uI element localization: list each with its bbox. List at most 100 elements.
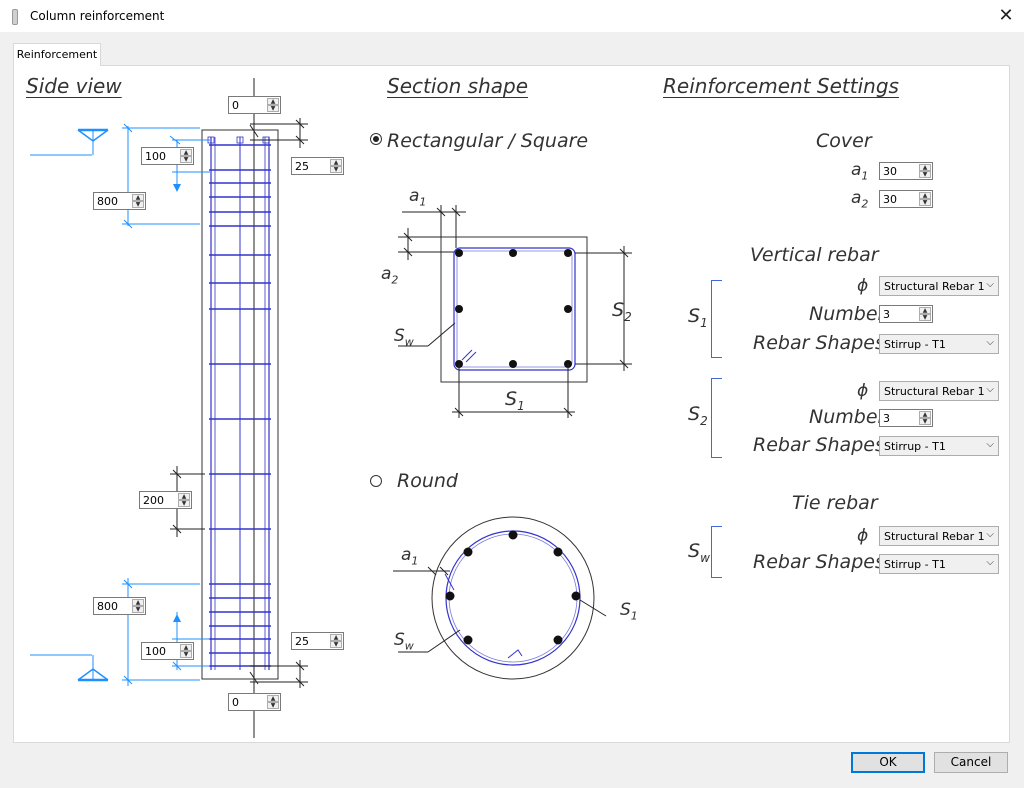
s2-phi-value: Structural Rebar 1 — [884, 385, 985, 398]
chevron-down-icon: ⌵ — [986, 279, 994, 290]
spin-arrows-icon[interactable]: ▲▼ — [267, 98, 279, 112]
s2-group-label: S2 — [688, 403, 708, 428]
s1-phi-value: Structural Rebar 1 — [884, 280, 985, 293]
round-section-drawing — [393, 516, 607, 680]
s1-group-label: S1 — [688, 305, 708, 330]
rect-radio[interactable] — [370, 133, 382, 145]
s2-number-label: Number — [809, 406, 886, 428]
rect-sw-label: Sw — [394, 326, 414, 349]
vertical-rebar-title: Vertical rebar — [750, 244, 879, 266]
top-dense-length-spinner[interactable]: 800 ▲▼ — [93, 192, 146, 210]
rect-a1-label: a1 — [409, 186, 427, 209]
s1-number-spinner[interactable]: 3 ▲▼ — [879, 305, 933, 323]
app-icon — [12, 9, 18, 25]
cover-a1-value: 30 — [883, 165, 897, 178]
top-dense-length-value: 800 — [97, 195, 118, 208]
side-view-heading: Side view — [26, 74, 122, 98]
sw-phi-label: ϕ — [857, 526, 869, 546]
middle-spacing-spinner[interactable]: 200 ▲▼ — [139, 491, 192, 509]
spin-arrows-icon[interactable]: ▲▼ — [180, 644, 192, 658]
round-s1-label: S1 — [620, 600, 638, 623]
window-title: Column reinforcement — [30, 9, 165, 23]
cover-title: Cover — [816, 130, 872, 152]
rect-a2-label: a2 — [381, 264, 399, 287]
s2-shapes-value: Stirrup - T1 — [884, 440, 946, 453]
bottom-dense-spacing-spinner[interactable]: 100 ▲▼ — [141, 642, 194, 660]
spin-arrows-icon[interactable]: ▲▼ — [180, 149, 192, 163]
sw-group-brace — [711, 526, 722, 578]
bottom-offset-value: 0 — [232, 696, 239, 709]
rect-section-drawing — [398, 205, 632, 418]
ok-button[interactable]: OK — [851, 752, 925, 773]
chevron-down-icon: ⌵ — [986, 439, 994, 450]
s2-number-spinner[interactable]: 3 ▲▼ — [879, 409, 933, 427]
bottom-cover-spinner[interactable]: 25 ▲▼ — [291, 632, 344, 650]
sw-group-label: Sw — [688, 540, 710, 565]
top-cover-spinner[interactable]: 25 ▲▼ — [291, 157, 344, 175]
rect-option-label[interactable]: Rectangular / Square — [387, 130, 589, 152]
chevron-down-icon: ⌵ — [986, 384, 994, 395]
sw-shapes-select[interactable]: Stirrup - T1 ⌵ — [879, 554, 999, 574]
settings-heading: Reinforcement Settings — [663, 74, 899, 98]
chevron-down-icon: ⌵ — [986, 557, 994, 568]
round-option-label[interactable]: Round — [397, 470, 458, 492]
sw-phi-select[interactable]: Structural Rebar 1 ⌵ — [879, 526, 999, 546]
s1-number-label: Number — [809, 303, 886, 325]
sw-shapes-value: Stirrup - T1 — [884, 558, 946, 571]
rect-s1-label: S1 — [505, 388, 525, 413]
cover-a1-spinner[interactable]: 30 ▲▼ — [879, 162, 933, 180]
spin-arrows-icon[interactable]: ▲▼ — [919, 164, 931, 178]
top-offset-spinner[interactable]: 0 ▲▼ — [228, 96, 281, 114]
tab-panel — [13, 65, 1010, 743]
s1-phi-label: ϕ — [857, 276, 869, 296]
spin-arrows-icon[interactable]: ▲▼ — [267, 695, 279, 709]
s1-number-value: 3 — [883, 308, 890, 321]
bottom-dense-length-value: 800 — [97, 600, 118, 613]
side-view-drawing — [30, 78, 308, 738]
tie-rebar-title: Tie rebar — [792, 492, 878, 514]
sw-phi-value: Structural Rebar 1 — [884, 530, 985, 543]
spin-arrows-icon[interactable]: ▲▼ — [330, 634, 342, 648]
round-sw-label: Sw — [394, 630, 414, 653]
s1-group-brace — [711, 280, 722, 358]
chevron-down-icon: ⌵ — [986, 529, 994, 540]
s2-phi-select[interactable]: Structural Rebar 1 ⌵ — [879, 381, 999, 401]
sw-shapes-label: Rebar Shapes — [753, 551, 885, 573]
cancel-button[interactable]: Cancel — [934, 752, 1008, 773]
rect-s2-label: S2 — [612, 299, 632, 324]
section-shape-heading: Section shape — [387, 74, 529, 98]
spin-arrows-icon[interactable]: ▲▼ — [178, 493, 190, 507]
cover-a2-value: 30 — [883, 193, 897, 206]
tab-reinforcement[interactable]: Reinforcement — [13, 43, 101, 66]
spin-arrows-icon[interactable]: ▲▼ — [132, 599, 144, 613]
middle-spacing-value: 200 — [143, 494, 164, 507]
cover-a2-label: a2 — [851, 188, 869, 211]
bottom-offset-spinner[interactable]: 0 ▲▼ — [228, 693, 281, 711]
close-icon[interactable]: ✕ — [998, 5, 1014, 26]
spin-arrows-icon[interactable]: ▲▼ — [919, 411, 931, 425]
s1-shapes-value: Stirrup - T1 — [884, 338, 946, 351]
bottom-cover-value: 25 — [295, 635, 309, 648]
s2-shapes-select[interactable]: Stirrup - T1 ⌵ — [879, 436, 999, 456]
spin-arrows-icon[interactable]: ▲▼ — [132, 194, 144, 208]
s2-shapes-label: Rebar Shapes — [753, 434, 885, 456]
cover-a1-label: a1 — [851, 160, 869, 183]
title-bar: Column reinforcement ✕ — [0, 0, 1024, 32]
chevron-down-icon: ⌵ — [986, 337, 994, 348]
s1-shapes-select[interactable]: Stirrup - T1 ⌵ — [879, 334, 999, 354]
spin-arrows-icon[interactable]: ▲▼ — [919, 192, 931, 206]
round-radio[interactable] — [370, 475, 382, 487]
bottom-dense-spacing-value: 100 — [145, 645, 166, 658]
top-offset-value: 0 — [232, 99, 239, 112]
round-a1-label: a1 — [401, 545, 419, 568]
top-dense-spacing-spinner[interactable]: 100 ▲▼ — [141, 147, 194, 165]
top-cover-value: 25 — [295, 160, 309, 173]
s2-number-value: 3 — [883, 412, 890, 425]
top-dense-spacing-value: 100 — [145, 150, 166, 163]
spin-arrows-icon[interactable]: ▲▼ — [919, 307, 931, 321]
s1-phi-select[interactable]: Structural Rebar 1 ⌵ — [879, 276, 999, 296]
cover-a2-spinner[interactable]: 30 ▲▼ — [879, 190, 933, 208]
spin-arrows-icon[interactable]: ▲▼ — [330, 159, 342, 173]
bottom-dense-length-spinner[interactable]: 800 ▲▼ — [93, 597, 146, 615]
